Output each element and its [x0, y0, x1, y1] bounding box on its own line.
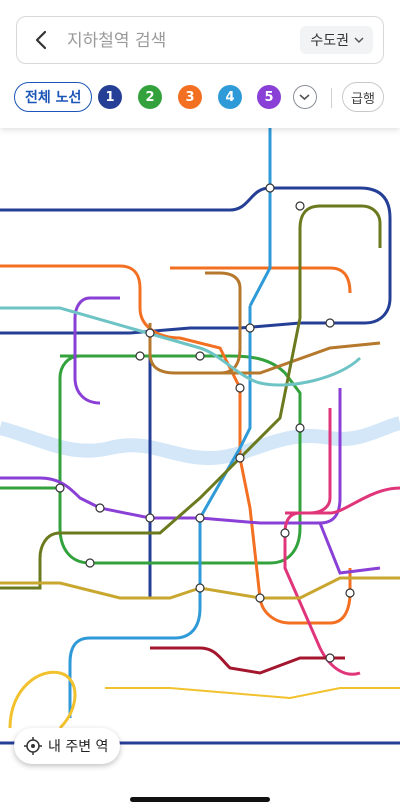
search-bar[interactable]: 수도권 — [16, 16, 384, 64]
divider — [331, 88, 332, 108]
subway-map-canvas — [0, 128, 400, 745]
line-5-branch — [318, 522, 381, 575]
line-3-path — [0, 264, 352, 625]
line-8-east — [285, 486, 400, 515]
express-button[interactable]: 급행 — [342, 82, 384, 112]
shinbundang-path — [150, 646, 345, 675]
home-indicator — [130, 797, 270, 802]
chevron-left-icon — [35, 30, 47, 50]
region-dropdown[interactable]: 수도권 — [300, 26, 373, 54]
expand-lines-button[interactable] — [293, 85, 317, 109]
line-5-north — [73, 296, 120, 405]
suin-path — [8, 670, 77, 730]
line-7-path — [0, 204, 382, 590]
top-panel: 수도권 전체 노선 1 2 3 4 5 급행 — [0, 0, 400, 128]
subway-map[interactable] — [0, 128, 400, 780]
line-4-path — [68, 306, 252, 718]
chevron-down-icon — [354, 37, 364, 44]
gyeongchun-path — [105, 687, 400, 700]
line-3-chip[interactable]: 3 — [178, 85, 202, 109]
line-2-loop — [58, 354, 302, 565]
line-5-chip[interactable]: 5 — [257, 85, 281, 109]
back-button[interactable] — [25, 23, 59, 57]
line-filter-row: 전체 노선 1 2 3 4 5 급행 — [0, 80, 400, 116]
line-2-chip[interactable]: 2 — [138, 85, 162, 109]
han-river — [0, 416, 400, 466]
gyeongui-path — [0, 306, 362, 387]
line-8-path — [283, 408, 361, 676]
nearby-stations-button[interactable]: 내 주변 역 — [14, 728, 121, 764]
line-6-path — [148, 271, 242, 375]
chevron-down-icon — [299, 94, 310, 101]
line-4-north — [248, 128, 272, 307]
express-label: 급행 — [351, 91, 375, 107]
line-3-north — [170, 266, 352, 294]
station-markers — [55, 183, 355, 663]
search-input[interactable] — [65, 26, 289, 56]
nearby-label: 내 주변 역 — [48, 739, 109, 755]
all-lines-button[interactable]: 전체 노선 — [14, 82, 93, 112]
line-1-path — [0, 186, 392, 335]
all-lines-label: 전체 노선 — [25, 90, 82, 106]
crosshair-icon — [24, 737, 42, 755]
line-6-east — [210, 341, 381, 375]
line-1-chip[interactable]: 1 — [98, 85, 122, 109]
line-4-chip[interactable]: 4 — [218, 85, 242, 109]
region-label: 수도권 — [310, 33, 349, 49]
